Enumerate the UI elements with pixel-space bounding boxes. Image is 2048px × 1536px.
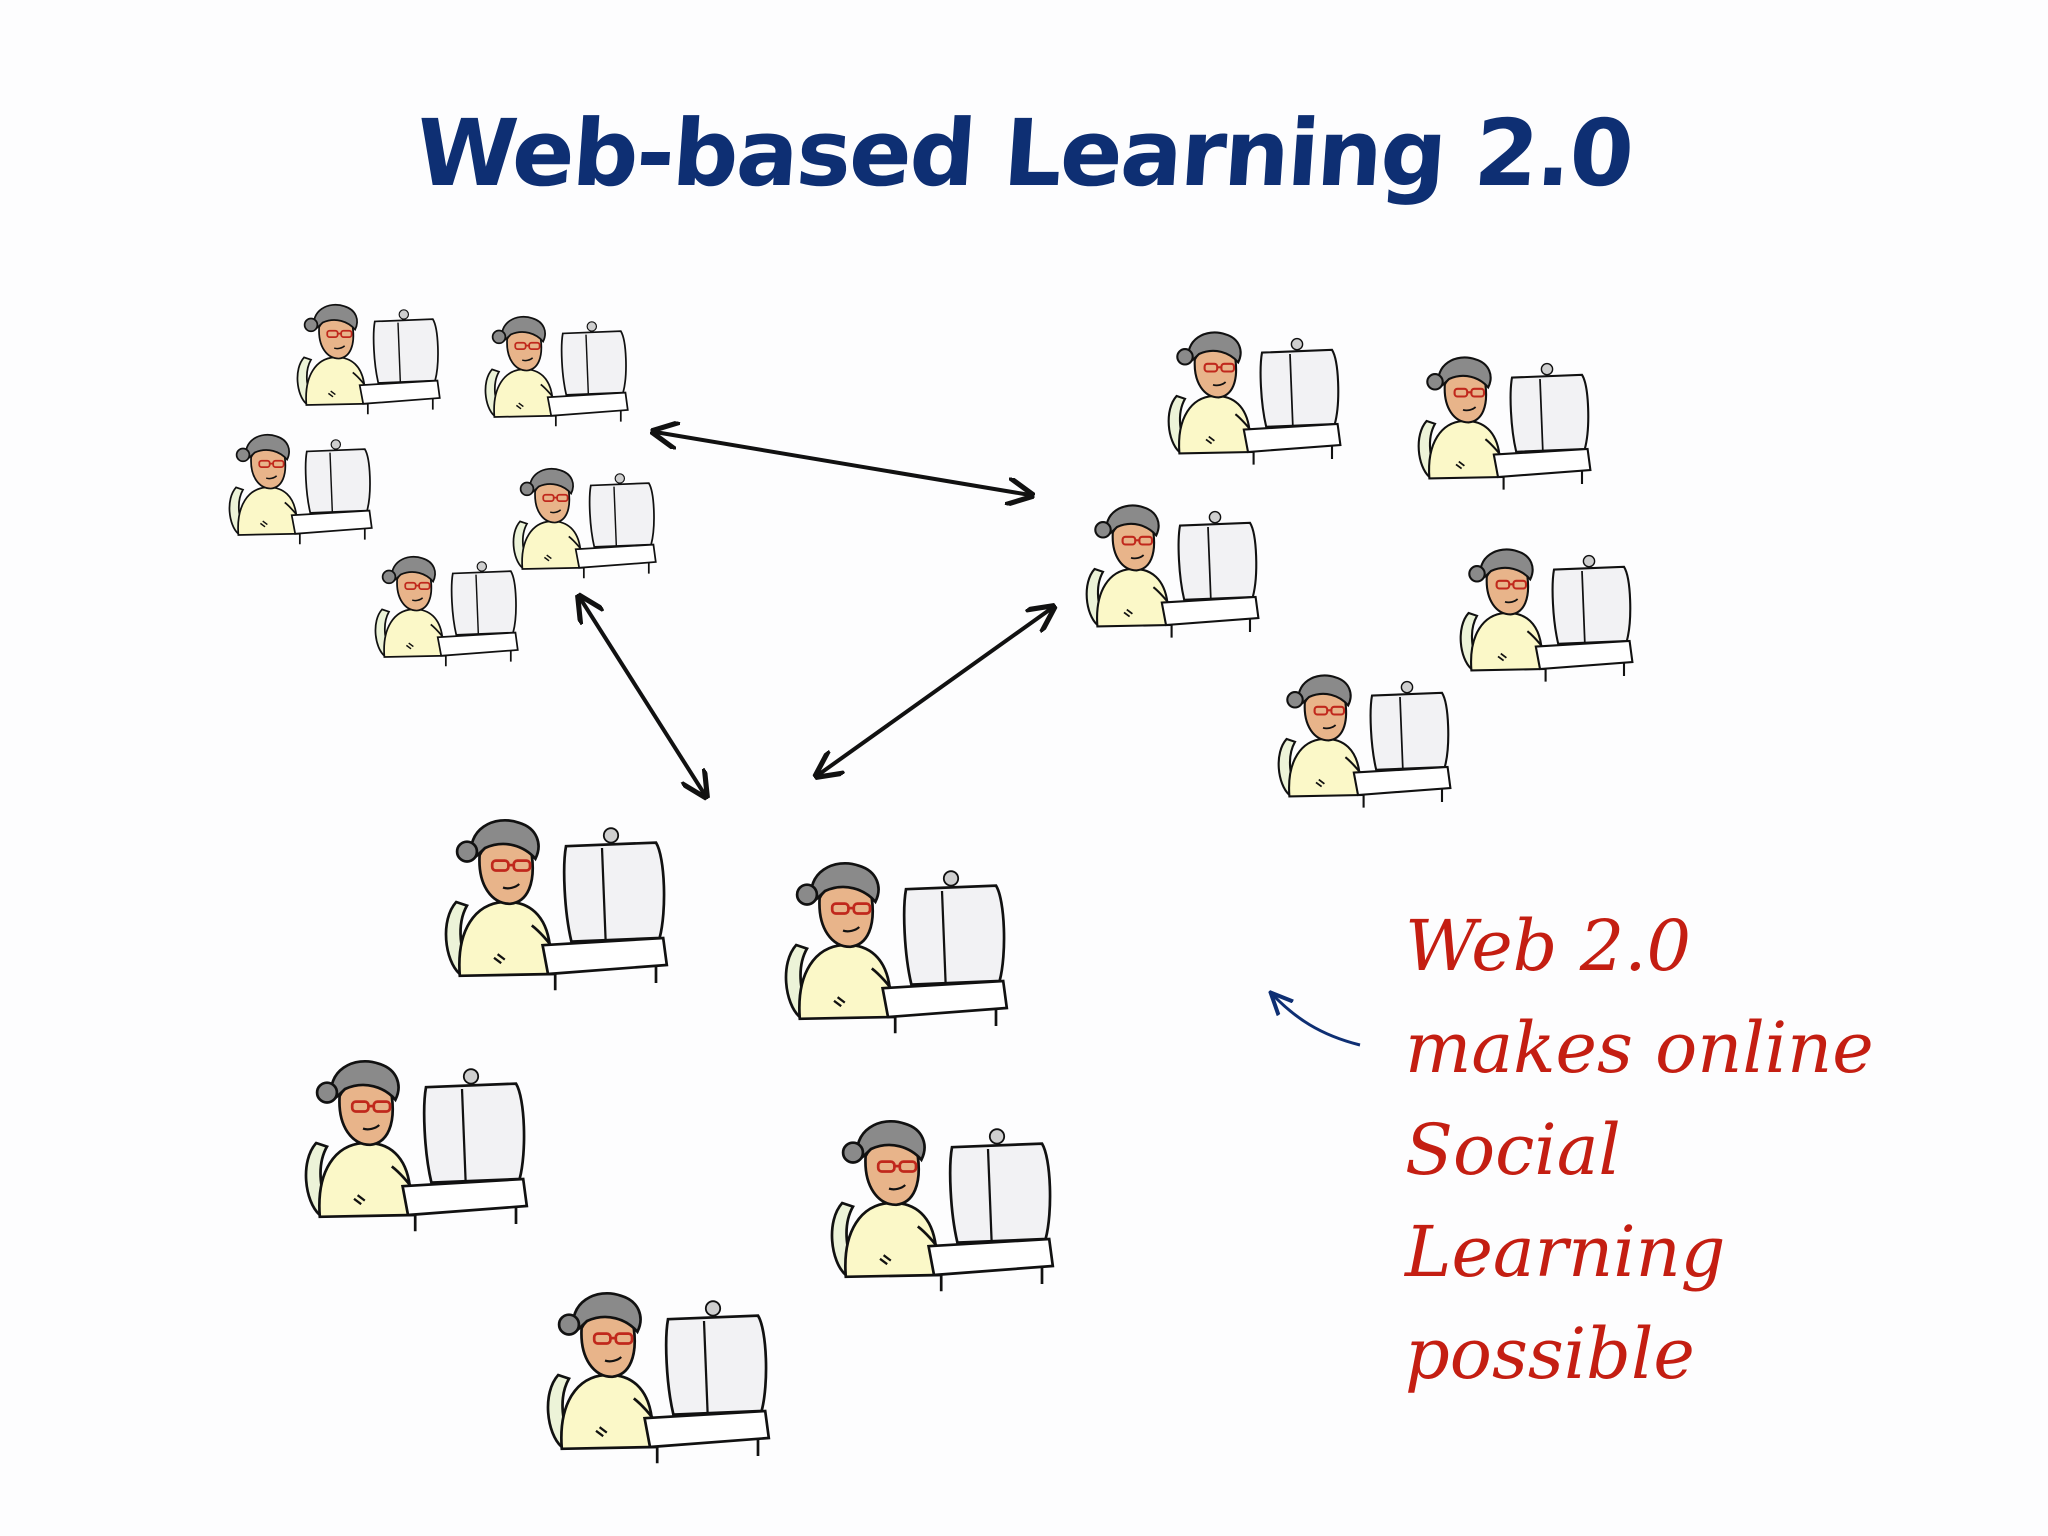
- learner: [546, 1291, 771, 1465]
- caption-line: possible: [1405, 1313, 1695, 1395]
- learner: [830, 1119, 1055, 1293]
- learner: [304, 1059, 529, 1233]
- learner: [1085, 504, 1260, 639]
- learner: [228, 433, 373, 546]
- learner: [1417, 356, 1592, 491]
- caption-line: Learning: [1405, 1211, 1726, 1293]
- learner: [1277, 674, 1452, 809]
- caption-line: Social: [1405, 1109, 1621, 1191]
- learner: [1459, 548, 1634, 683]
- learner: [512, 467, 657, 580]
- connector-arrow-right: [818, 608, 1052, 775]
- learner: [484, 315, 629, 428]
- connector-arrow-left: [580, 598, 705, 795]
- top-right-group: [1085, 331, 1634, 809]
- top-left-group: [228, 303, 657, 668]
- caption-line: makes online: [1405, 1007, 1874, 1089]
- learner: [784, 861, 1009, 1035]
- learner: [444, 818, 669, 992]
- bottom-group: [304, 818, 1055, 1465]
- connector-arrow-top: [655, 432, 1030, 495]
- caption-line: Web 2.0: [1405, 905, 1692, 987]
- learner: [296, 303, 441, 416]
- caption: Web 2.0 makes online Social Learning pos…: [1405, 895, 2005, 1405]
- learner: [374, 555, 519, 668]
- learner: [1167, 331, 1342, 466]
- pointer-arrow: [1272, 994, 1361, 1047]
